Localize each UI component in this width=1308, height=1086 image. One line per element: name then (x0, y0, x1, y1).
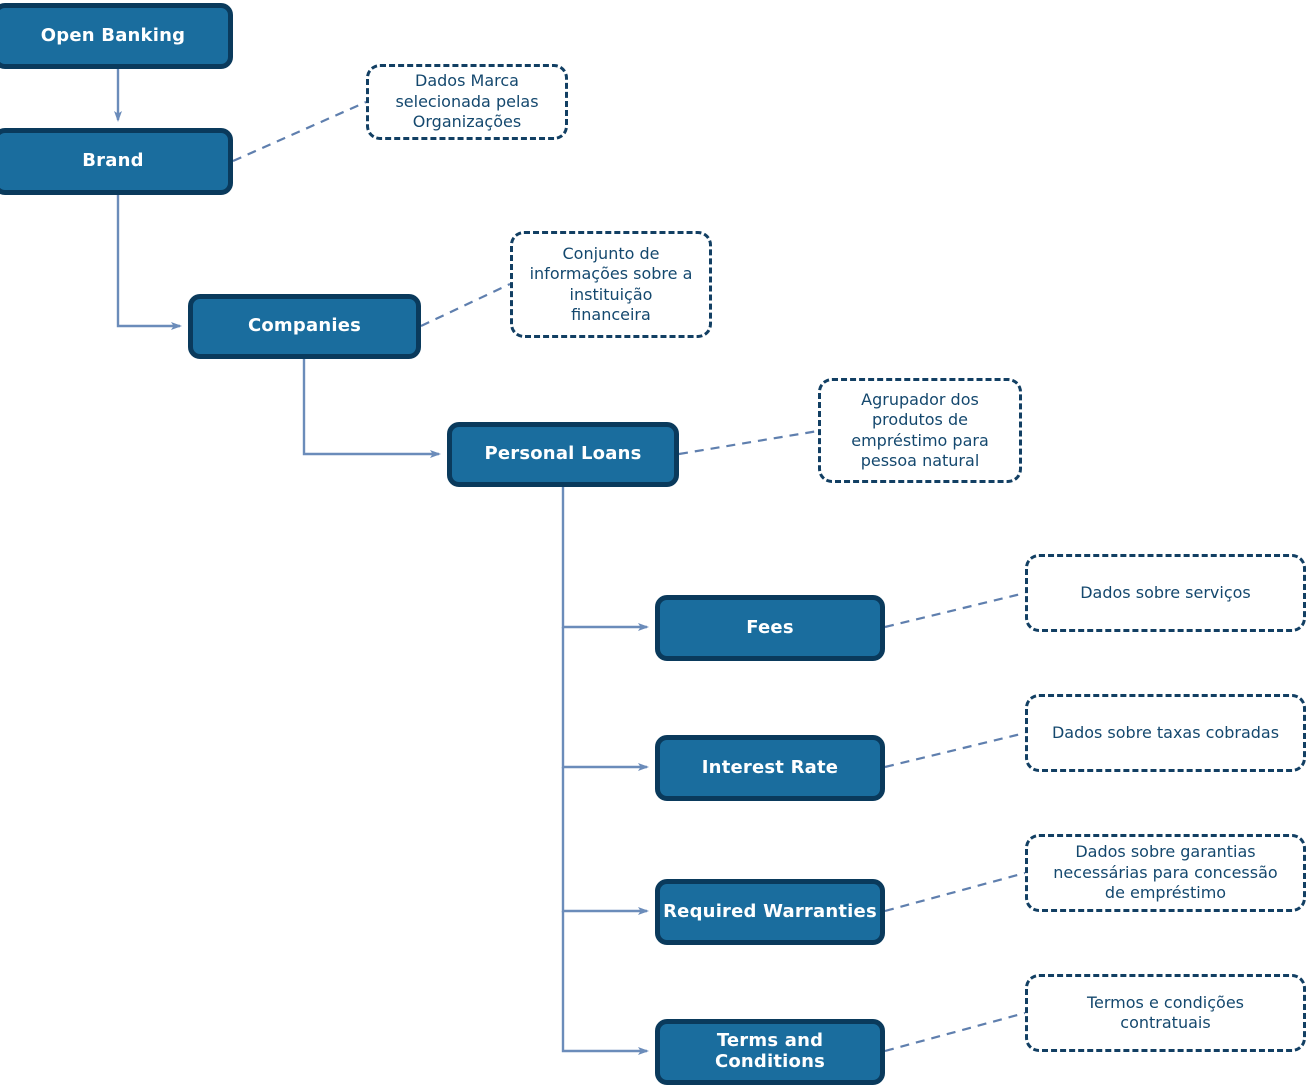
note-terms-and-conditions-text: Termos e condições contratuais (1086, 992, 1244, 1032)
node-terms-and-conditions[interactable]: Terms and Conditions (655, 1019, 885, 1085)
note-companies: Conjunto de informações sobre a institui… (510, 231, 712, 338)
note-brand-text: Dados Marca selecionada pelas Organizaçõ… (395, 71, 539, 132)
node-open-banking[interactable]: Open Banking (0, 3, 233, 69)
note-companies-text: Conjunto de informações sobre a institui… (529, 243, 693, 324)
node-required-warranties-label: Required Warranties (663, 900, 877, 922)
node-companies[interactable]: Companies (188, 294, 421, 359)
edge-brand-to-note-brand (232, 100, 367, 163)
edge-personal-loans-to-required-warranties (561, 767, 649, 915)
note-interest-rate: Dados sobre taxas cobradas (1025, 694, 1306, 772)
edge-personal-loans-to-note-personal-loans (678, 429, 819, 456)
node-open-banking-label: Open Banking (40, 24, 186, 46)
edge-terms-and-conditions-to-note-terms-and-conditions (884, 1011, 1026, 1053)
edge-fees-to-note-fees (884, 591, 1026, 629)
node-terms-and-conditions-label: Terms and Conditions (714, 1030, 826, 1072)
edge-companies-to-personal-loans (302, 358, 441, 458)
edge-personal-loans-to-interest-rate (561, 627, 649, 771)
node-interest-rate-label: Interest Rate (701, 756, 839, 778)
node-brand[interactable]: Brand (0, 128, 233, 195)
edge-companies-to-note-companies (420, 283, 511, 327)
edge-personal-loans-to-terms-and-conditions (561, 911, 649, 1055)
edge-required-warranties-to-note-required-warranties (884, 871, 1026, 913)
note-terms-and-conditions: Termos e condições contratuais (1025, 974, 1306, 1052)
note-personal-loans: Agrupador dos produtos de empréstimo par… (818, 378, 1022, 483)
node-fees-label: Fees (746, 616, 794, 638)
node-interest-rate[interactable]: Interest Rate (655, 735, 885, 801)
edge-interest-rate-to-note-interest-rate (884, 731, 1026, 769)
note-required-warranties-text: Dados sobre garantias necessárias para c… (1053, 842, 1278, 903)
note-personal-loans-text: Agrupador dos produtos de empréstimo par… (851, 389, 989, 470)
note-fees-text: Dados sobre serviços (1080, 582, 1251, 602)
node-companies-label: Companies (247, 315, 362, 337)
note-brand: Dados Marca selecionada pelas Organizaçõ… (366, 64, 568, 140)
node-personal-loans[interactable]: Personal Loans (447, 422, 679, 487)
note-interest-rate-text: Dados sobre taxas cobradas (1051, 722, 1280, 742)
node-brand-label: Brand (82, 150, 144, 172)
node-personal-loans-label: Personal Loans (484, 443, 642, 465)
note-fees: Dados sobre serviços (1025, 554, 1306, 632)
edge-brand-to-companies (116, 195, 182, 330)
note-required-warranties: Dados sobre garantias necessárias para c… (1025, 834, 1306, 912)
node-fees[interactable]: Fees (655, 595, 885, 661)
node-required-warranties[interactable]: Required Warranties (655, 879, 885, 945)
edge-personal-loans-to-fees (561, 486, 649, 631)
